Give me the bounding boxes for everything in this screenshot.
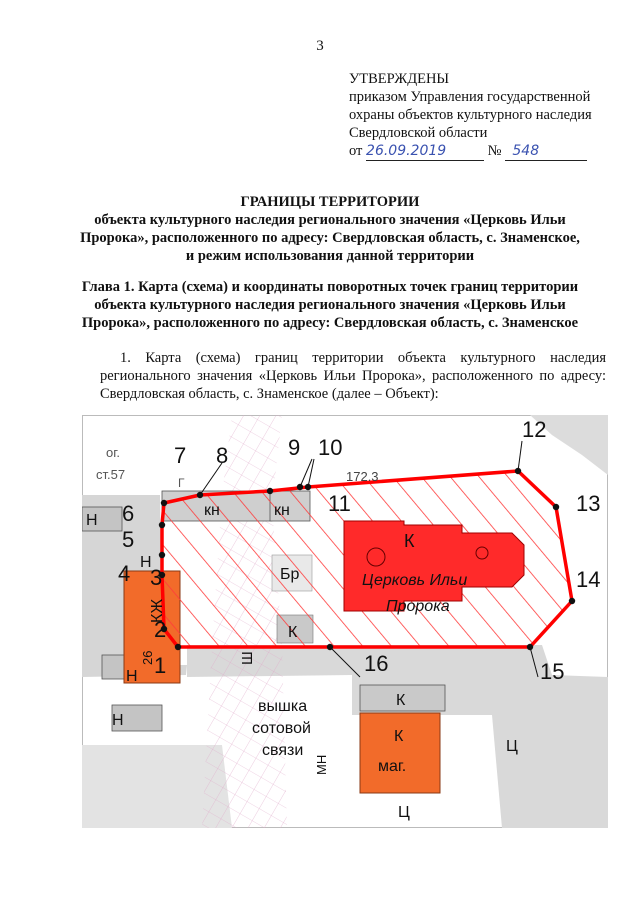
point-label-5: 5 [122,527,134,552]
approval-date-line: от 26.09.2019 № 548 [349,142,592,161]
chapter-heading: Глава 1. Карта (схема) и координаты пово… [60,278,600,332]
label-kzh: КЖ [149,599,166,623]
title-line: объекта культурного наследия регионально… [94,212,566,228]
label-br: Бр [280,566,300,583]
label-kzh-num: 26 [140,651,155,665]
building-shop [359,712,441,794]
point-label-4: 4 [118,561,130,586]
label-shop: маг. [378,758,406,775]
point-label-1: 1 [154,653,166,678]
point-label-16: 16 [364,651,388,676]
label-n: Н [140,554,152,571]
title-line: и режим использования данной территории [185,248,475,264]
leader-lines [199,440,539,678]
label-kn: кн [204,502,220,519]
paragraph-1: 1. Карта (схема) границ территории объек… [100,350,606,402]
label-k-shop: К [394,728,404,745]
point-label-10: 10 [318,435,342,460]
label-sh: Ш [239,651,256,665]
territory-map: 1 2 3 4 5 6 7 8 9 10 11 12 13 14 15 16 К… [82,415,608,828]
point-label-9: 9 [288,435,300,460]
point-label-8: 8 [216,443,228,468]
point-label-6: 6 [122,501,134,526]
label-st57: ст.57 [96,467,125,482]
church-building [343,520,525,612]
point-label-15: 15 [540,659,564,684]
chapter-line: Глава 1. Карта (схема) и координаты пово… [81,279,579,295]
approval-block: УТВЕРЖДЕНЫ приказом Управления государст… [349,70,592,161]
point-label-13: 13 [576,491,600,516]
territory-boundary [160,469,574,649]
street-area [82,745,232,828]
document-title: ГРАНИЦЫ ТЕРРИТОРИИ объекта культурного н… [60,193,600,265]
approval-line: Свердловской области [349,125,488,141]
church-cross-mark [366,547,386,567]
church-name: Пророка [386,598,450,615]
building-n [82,506,123,532]
label-g: Г [178,476,185,490]
church-name: Церковь Ильи [362,572,467,589]
street-area [530,415,608,475]
elevation-label: 172.3 [346,469,379,484]
label-kn: кн [274,502,290,519]
label-mn: МН [314,755,329,775]
approval-heading: УТВЕРЖДЕНЫ [349,71,450,87]
church-cross-mark [475,546,489,560]
tower-label: связи [262,742,303,759]
point-label-12: 12 [522,417,546,442]
point-label-2: 2 [154,617,166,642]
label-n: Н [112,712,124,729]
title-line: Пророка», расположенного по адресу: Свер… [80,230,580,246]
label-n: Н [126,668,138,685]
chapter-line: Пророка», расположенного по адресу: Свер… [81,315,579,331]
point-label-3: 3 [150,565,162,590]
label-c: Ц [506,738,518,755]
number-prefix: № [487,143,502,159]
label-c: Ц [398,804,410,821]
page-number: 3 [316,38,324,54]
building-k-gray [359,684,446,712]
church-code: К [404,531,415,551]
tower-label: сотовой [252,720,311,737]
street-area [187,645,608,828]
label-k-small: К [288,624,298,641]
tower-label: вышка [258,698,307,715]
label-k-gray: К [396,692,406,709]
approval-line: охраны объектов культурного наследия [349,107,592,123]
number-value: 548 [512,143,540,159]
label-n: Н [86,512,98,529]
title-line: ГРАНИЦЫ ТЕРРИТОРИИ [240,194,420,210]
chapter-line: объекта культурного наследия регионально… [94,297,566,313]
point-label-11: 11 [328,491,351,516]
date-value: 26.09.2019 [366,143,447,159]
building-n [111,704,163,732]
label-og: ог. [106,445,120,460]
approval-line: приказом Управления государственной [349,89,591,105]
point-label-7: 7 [174,443,186,468]
point-label-14: 14 [576,567,600,592]
date-prefix: от [349,143,363,159]
